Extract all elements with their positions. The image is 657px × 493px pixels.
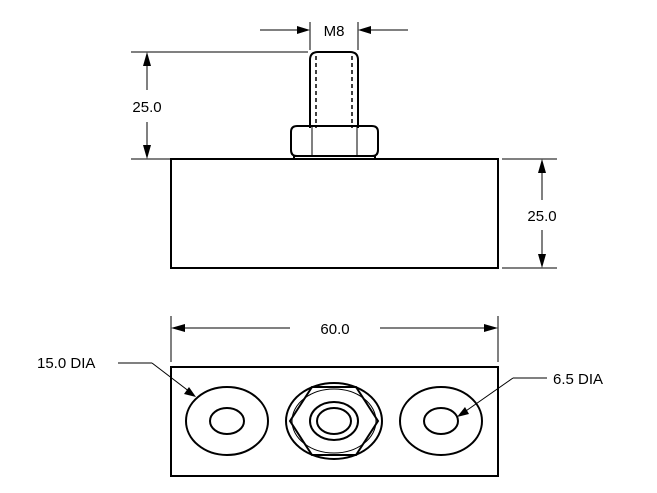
block-height-label: 25.0 (527, 208, 556, 225)
dim-stud-height: 25.0 (131, 51, 308, 160)
block-top (170, 366, 499, 477)
stud (309, 51, 359, 128)
block-width-label: 60.0 (320, 321, 349, 338)
hex-nut-front (290, 125, 379, 160)
leader-hole-dia: 6.5 DIA (457, 371, 603, 417)
hole-dia-label: 6.5 DIA (553, 371, 603, 388)
right-counterbore-hole (399, 386, 483, 456)
dim-thread-size: M8 (260, 22, 408, 50)
leader-counterbore-dia: 15.0 DIA (37, 355, 196, 397)
left-counterbore-hole (185, 386, 269, 456)
block-front (170, 158, 499, 269)
top-view (170, 366, 499, 477)
stud-height-label: 25.0 (132, 99, 161, 116)
front-view (170, 51, 499, 269)
counterbore-dia-label: 15.0 DIA (37, 355, 95, 372)
dim-block-height: 25.0 (502, 158, 557, 269)
dim-block-width: 60.0 (170, 316, 499, 362)
thread-size-label: M8 (324, 23, 345, 40)
hex-nut-top (285, 382, 383, 460)
